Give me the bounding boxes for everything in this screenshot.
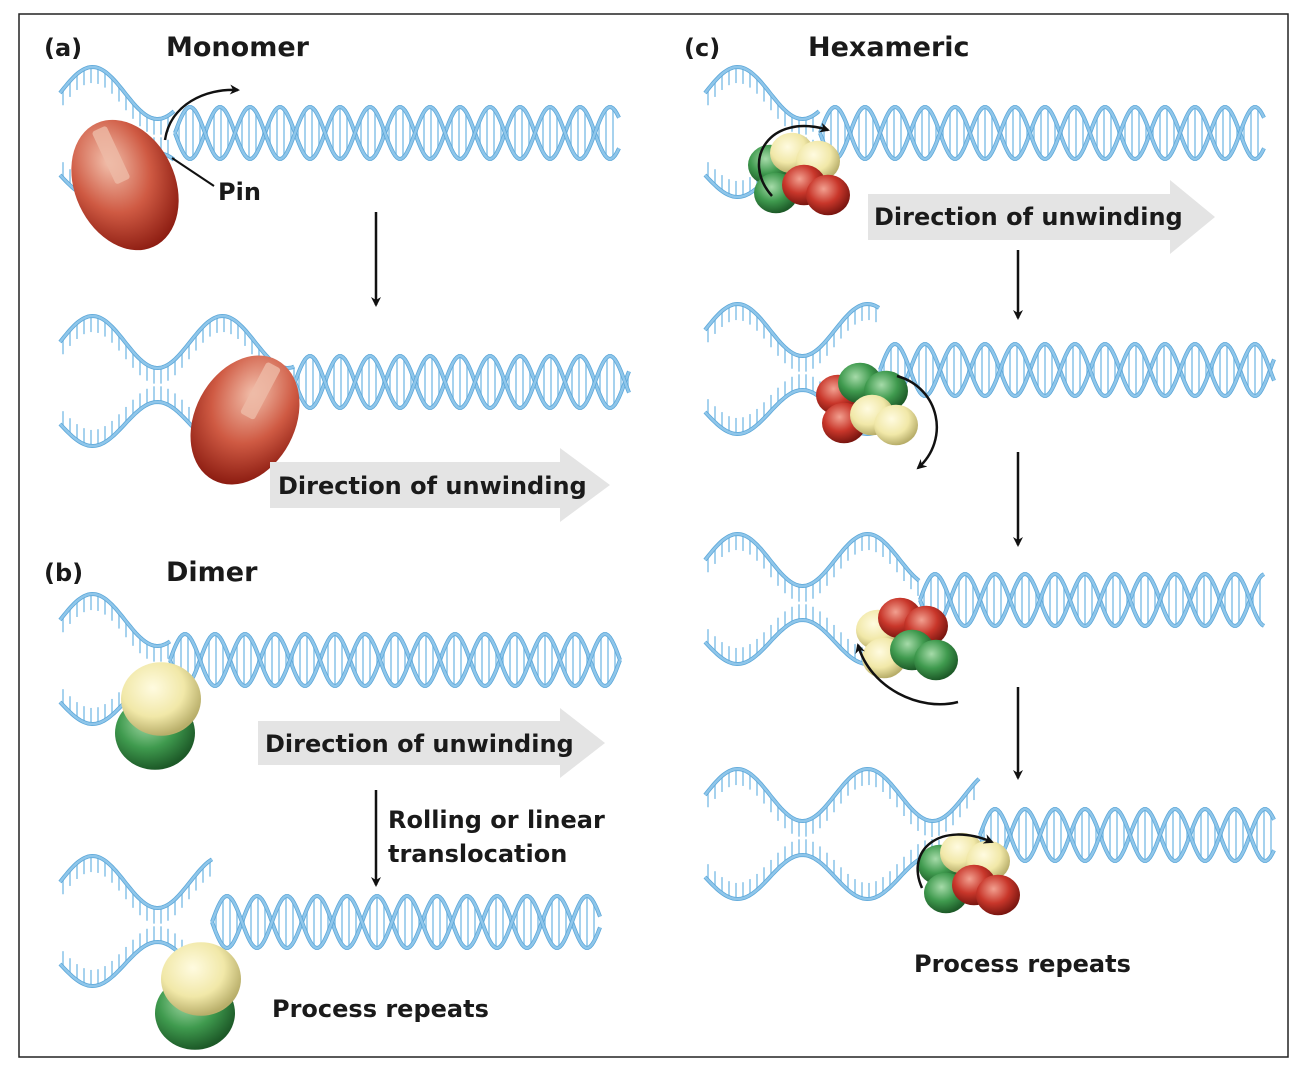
dimer-protein-b1 — [115, 662, 201, 770]
panel-c-title: Hexameric — [808, 32, 970, 63]
rotation-arrow-c1 — [757, 122, 830, 197]
dna-fork-c4-duplex — [978, 807, 1276, 863]
dimer-protein-b2 — [155, 942, 241, 1050]
dna-fork-b1-duplex — [168, 632, 622, 688]
translocation-label-line2: translocation — [388, 840, 567, 868]
hexamer-protein-c4-subunit-6 — [976, 874, 1020, 916]
dna-fork-b2-top-strand — [58, 853, 214, 924]
dna-fork-b1-top-strand — [58, 591, 172, 662]
dna-fork-c1-top-strand — [703, 64, 821, 135]
hexamer-protein-c1 — [748, 132, 850, 216]
dna-fork-a1-top-strand — [58, 64, 176, 135]
dna-fork-a1-duplex — [173, 105, 621, 161]
protein-layer — [71, 119, 1020, 1050]
monomer-protein-a2-pin — [240, 362, 281, 420]
direction-arrow-a: Direction of unwinding — [270, 448, 610, 522]
rotation-arrow-c3 — [855, 643, 959, 706]
dna-fork-c4-top-strand — [703, 766, 981, 837]
rotation-arrow-a — [163, 84, 240, 141]
rotation-arrow-c4 — [916, 833, 994, 889]
direction-arrow-c: Direction of unwinding — [868, 180, 1215, 254]
hexamer-protein-c2-subunit-6 — [874, 404, 918, 446]
figure-frame — [18, 13, 1289, 1058]
hexamer-protein-c4 — [918, 832, 1020, 916]
direction-label-b: Direction of unwinding — [265, 730, 574, 758]
panel-c-letter: (c) — [684, 34, 720, 62]
panel-b-letter: (b) — [44, 559, 83, 587]
panel-a-letter: (a) — [44, 34, 82, 62]
dna-fork-c2-top-strand — [703, 301, 881, 372]
dimer-protein-b1-yellow-subunit — [121, 662, 201, 736]
pin-leader-line — [171, 157, 215, 187]
dna-fork-c3-duplex — [918, 572, 1266, 628]
dna-fork-c3-top-strand — [703, 531, 921, 602]
translocation-label-line1: Rolling or linear — [388, 806, 605, 834]
repeat-label-c: Process repeats — [914, 950, 1131, 978]
monomer-protein-a1 — [71, 119, 179, 251]
hexamer-protein-c2 — [816, 362, 918, 446]
direction-arrow-b: Direction of unwinding — [258, 708, 605, 778]
panel-b-title: Dimer — [166, 557, 258, 588]
dna-fork-b2-duplex — [210, 894, 602, 950]
direction-label-c: Direction of unwinding — [874, 203, 1183, 231]
dna-fork-a2-top-strand — [58, 313, 295, 384]
repeat-label-b: Process repeats — [272, 995, 489, 1023]
hexamer-protein-c3-subunit-6 — [914, 639, 958, 681]
dimer-protein-b2-yellow-subunit — [161, 942, 241, 1016]
rotation-arrow-c2 — [896, 374, 939, 470]
dna-fork-c1-duplex — [818, 105, 1266, 161]
direction-label-a: Direction of unwinding — [278, 472, 587, 500]
monomer-protein-a1-pin — [92, 126, 130, 184]
panel-a-title: Monomer — [166, 32, 310, 63]
hexamer-protein-c3 — [856, 597, 958, 681]
hexamer-protein-c1-subunit-6 — [806, 174, 850, 216]
dna-fork-c2-duplex — [878, 342, 1276, 398]
monomer-protein-a2 — [190, 355, 300, 485]
dna-fork-a2-duplex — [293, 354, 631, 410]
pin-label: Pin — [218, 178, 261, 206]
